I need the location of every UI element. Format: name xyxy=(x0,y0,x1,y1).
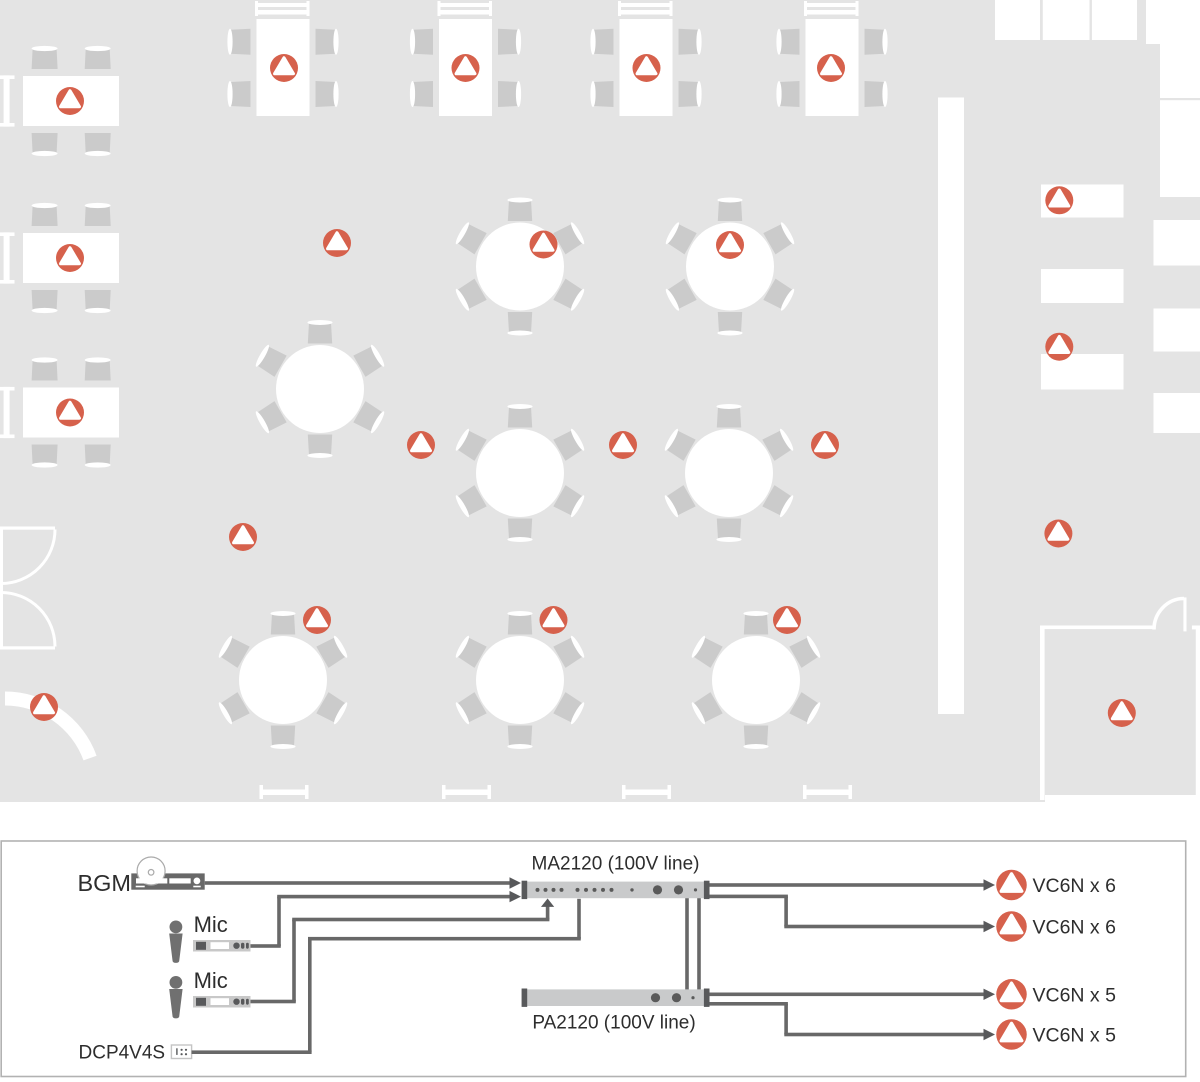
svg-text:VC6N x 6: VC6N x 6 xyxy=(1033,917,1116,939)
svg-text:VC6N x 5: VC6N x 5 xyxy=(1033,1025,1117,1047)
svg-text:VC6N x 5: VC6N x 5 xyxy=(1033,985,1117,1007)
svg-text:PA2120 (100V line): PA2120 (100V line) xyxy=(532,1013,695,1034)
svg-text:BGM: BGM xyxy=(77,870,131,896)
svg-text:Mic: Mic xyxy=(194,968,228,993)
svg-text:VC6N x 6: VC6N x 6 xyxy=(1033,875,1116,897)
svg-text:Mic: Mic xyxy=(194,912,228,937)
svg-text:DCP4V4S: DCP4V4S xyxy=(79,1043,166,1064)
svg-text:MA2120 (100V line): MA2120 (100V line) xyxy=(532,854,700,875)
